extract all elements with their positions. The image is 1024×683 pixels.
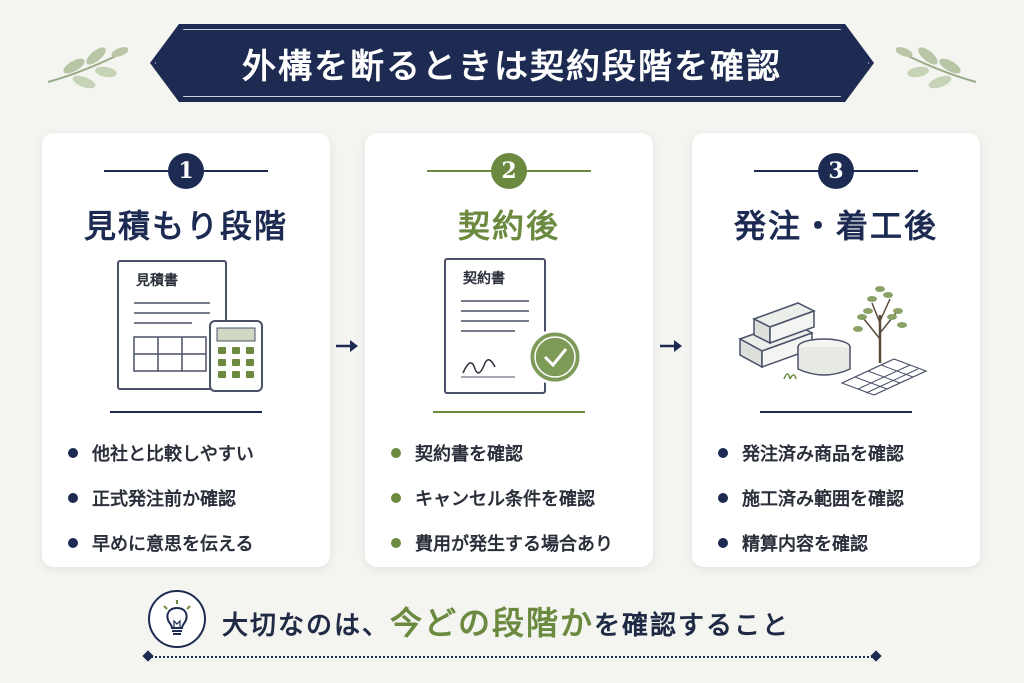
- bullet-text: 正式発注前か確認: [92, 488, 236, 510]
- doc-label: 契約書: [462, 270, 505, 287]
- step-line-left: [754, 170, 824, 172]
- list-item: 早めに意思を伝える: [68, 520, 254, 565]
- bullet-list: 他社と比較しやすい 正式発注前か確認 早めに意思を伝える: [68, 430, 254, 565]
- bullet-dot: [391, 537, 401, 548]
- bullet-dot: [68, 447, 78, 458]
- leaf-ornament-left-icon: [47, 47, 128, 89]
- list-item: キャンセル条件を確認: [391, 475, 613, 520]
- title-banner: 外構を断るときは契約段階を確認: [150, 24, 874, 102]
- contract-document-check-icon: 契約書: [444, 258, 583, 394]
- bullet-dot: [391, 447, 401, 458]
- list-item: 他社と比較しやすい: [68, 430, 254, 475]
- step-header: 3: [692, 153, 980, 189]
- bullet-text: 費用が発生する場合あり: [415, 533, 613, 555]
- leaf-ornament-right-icon: [896, 47, 977, 89]
- bullet-list: 発注済み商品を確認 施工済み範囲を確認 精算内容を確認: [718, 430, 904, 565]
- bullet-text: 施工済み範囲を確認: [742, 488, 904, 510]
- bullet-dot: [718, 447, 728, 458]
- page-title: 外構を断るときは契約段階を確認: [242, 46, 782, 87]
- bullet-text: 精算内容を確認: [742, 533, 868, 555]
- card-divider: [110, 411, 262, 413]
- step-title: 見積もり段階: [83, 207, 288, 245]
- bullet-text: 契約書を確認: [415, 443, 523, 465]
- step-line-left: [104, 170, 174, 172]
- bullet-dot: [68, 492, 78, 503]
- footer-text-before: 大切なのは、: [222, 611, 391, 641]
- list-item: 施工済み範囲を確認: [718, 475, 904, 520]
- card-divider: [433, 411, 585, 413]
- arrow-right-icon: [660, 340, 682, 352]
- lightbulb-icon: [148, 590, 206, 648]
- step-line-right: [198, 170, 268, 172]
- arrow-right-icon: [336, 340, 358, 352]
- construction-materials-tree-icon: [738, 286, 928, 396]
- bullet-text: 他社と比較しやすい: [92, 443, 254, 465]
- bullet-dot: [718, 492, 728, 503]
- list-item: 費用が発生する場合あり: [391, 520, 613, 565]
- step-title: 契約後: [457, 207, 560, 245]
- footer-text-after: を確認すること: [594, 611, 791, 641]
- list-item: 契約書を確認: [391, 430, 613, 475]
- step-number-badge: 3: [818, 153, 854, 189]
- bullet-dot: [718, 537, 728, 548]
- step-card-estimate: 1 見積もり段階 見積書 他社と比較しやすい 正式発注前か確認 早めに意思を伝え…: [42, 133, 330, 567]
- footer-message: 大切なのは、今どの段階かを確認すること: [222, 598, 790, 644]
- footer-dotted-line: [148, 656, 876, 658]
- card-divider: [760, 411, 912, 413]
- bullet-list: 契約書を確認 キャンセル条件を確認 費用が発生する場合あり: [391, 430, 613, 565]
- bullet-dot: [391, 492, 401, 503]
- list-item: 正式発注前か確認: [68, 475, 254, 520]
- bullet-text: 早めに意思を伝える: [92, 533, 254, 555]
- doc-label: 見積書: [135, 272, 178, 289]
- step-title: 発注・着工後: [733, 207, 938, 245]
- bullet-dot: [68, 537, 78, 548]
- list-item: 発注済み商品を確認: [718, 430, 904, 475]
- step-card-construction: 3 発注・着工後 発注済み商品を確認 施工済み範囲: [692, 133, 980, 567]
- footer-diamond-left: [142, 650, 154, 662]
- bullet-text: 発注済み商品を確認: [742, 443, 904, 465]
- step-line-left: [427, 170, 497, 172]
- footer-diamond-right: [870, 650, 882, 662]
- list-item: 精算内容を確認: [718, 520, 904, 565]
- bullet-text: キャンセル条件を確認: [415, 488, 595, 510]
- footer-text-emphasis: 今どの段階か: [390, 604, 595, 642]
- step-card-contract: 2 契約後 契約書 契約書を確認 キャンセル条件を確認 費用が発生する場合あり: [365, 133, 653, 567]
- step-header: 1: [42, 153, 330, 189]
- step-line-right: [848, 170, 918, 172]
- estimate-document-calculator-icon: 見積書: [117, 260, 263, 392]
- step-line-right: [521, 170, 591, 172]
- step-header: 2: [365, 153, 653, 189]
